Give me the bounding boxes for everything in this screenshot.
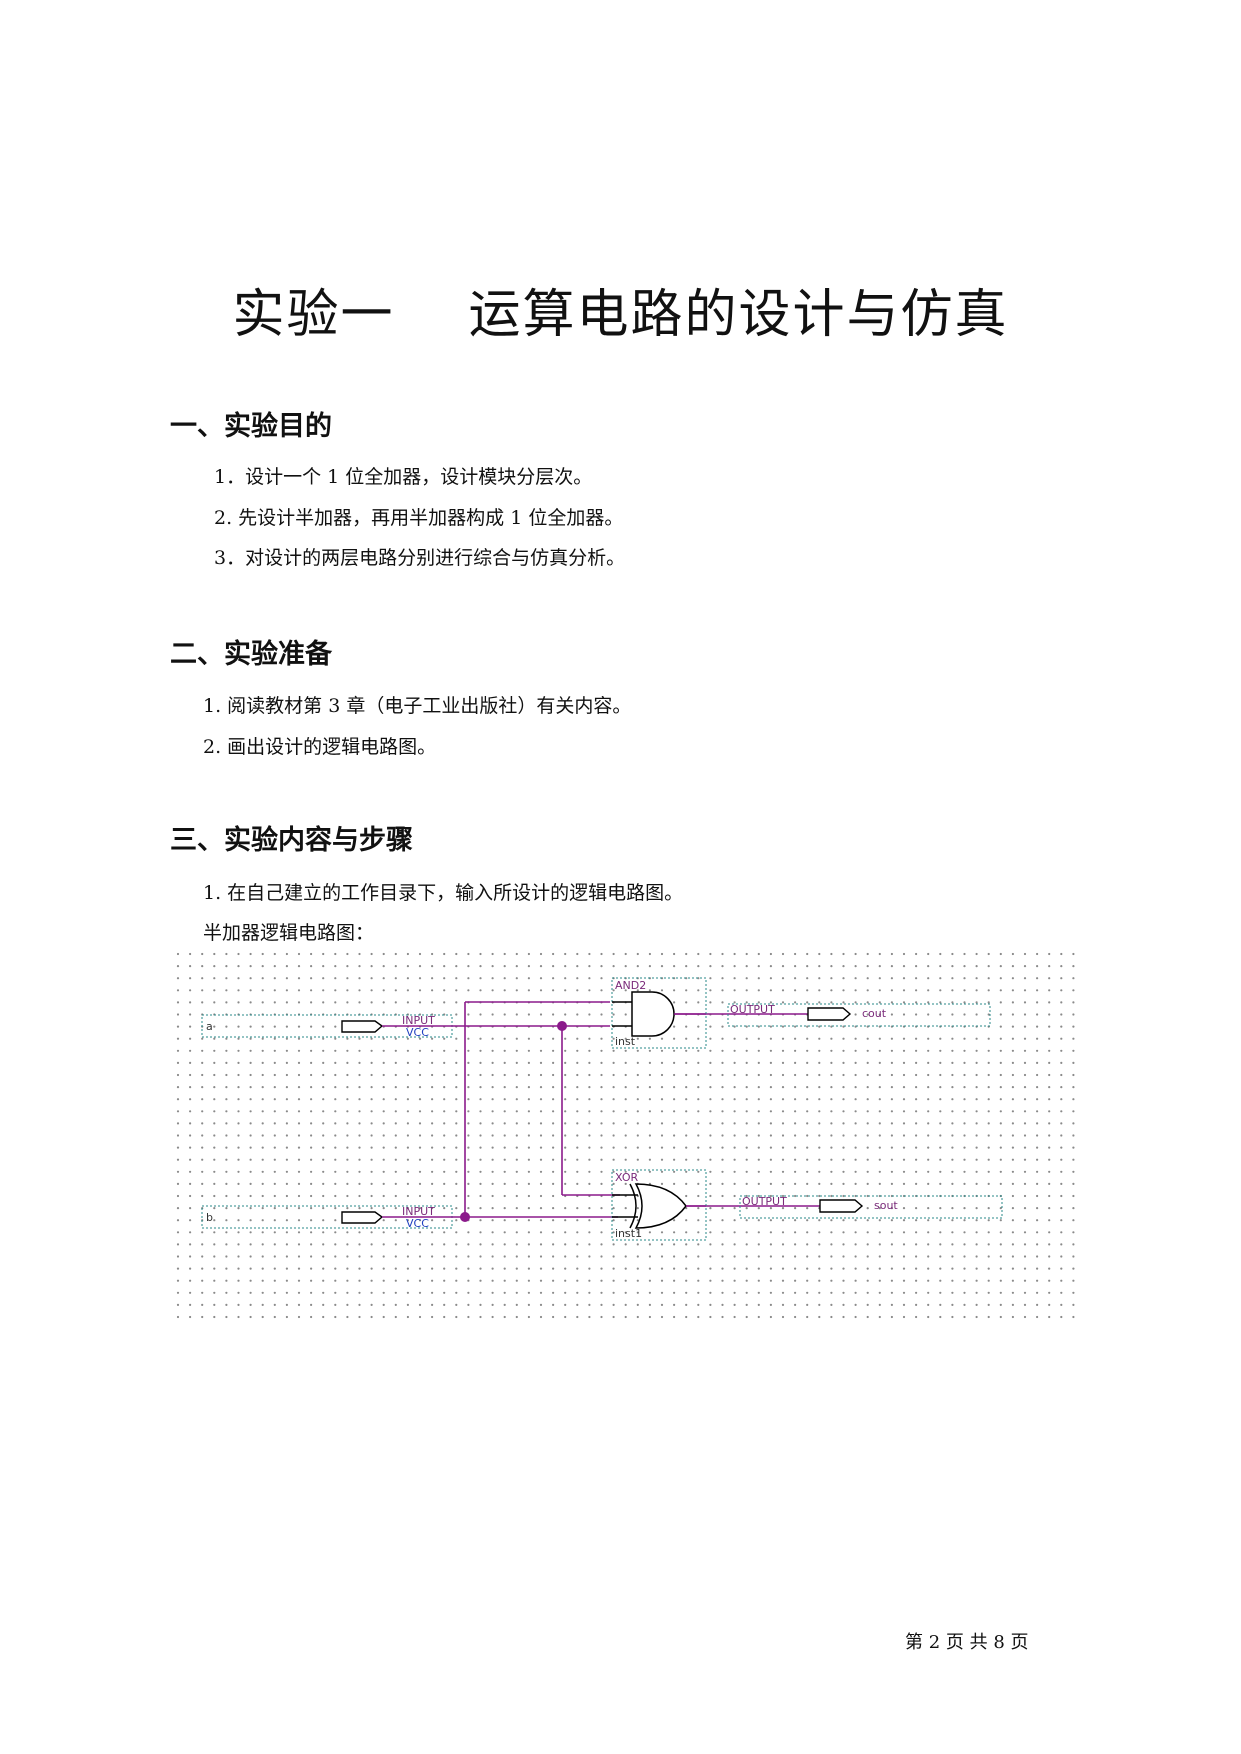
half-adder-schematic: a INPUT VCC b INPUT VCC AND2 inst <box>176 952 1075 1319</box>
input-a-tag: INPUT <box>402 1014 435 1027</box>
and-gate-inst: inst <box>615 1035 636 1048</box>
purpose-item-2: 2. 先设计半加器，再用半加器构成 1 位全加器。 <box>214 507 624 529</box>
steps-item-1: 1. 在自己建立的工作目录下，输入所设计的逻辑电路图。 <box>203 882 684 904</box>
page-footer: 第 2 页 共 8 页 <box>905 1632 1029 1653</box>
page-title: 实验一 运算电路的设计与仿真 <box>232 285 1009 345</box>
purpose-item-3: 3．对设计的两层电路分别进行综合与仿真分析。 <box>214 547 626 569</box>
preparation-item-2: 2. 画出设计的逻辑电路图。 <box>203 736 437 758</box>
output-pin-sout: OUTPUT sout <box>739 1195 1003 1219</box>
preparation-item-1: 1. 阅读教材第 3 章（电子工业出版社）有关内容。 <box>203 695 632 717</box>
input-a-vcc: VCC <box>406 1026 429 1039</box>
output-sout-label: sout <box>874 1199 898 1212</box>
output-sout-tag: OUTPUT <box>742 1195 787 1208</box>
section-heading-purpose: 一、实验目的 <box>170 411 332 442</box>
section-heading-steps: 三、实验内容与步骤 <box>170 825 413 856</box>
xor-gate-inst: inst1 <box>615 1227 642 1240</box>
output-cout-tag: OUTPUT <box>730 1003 775 1016</box>
and-gate: AND2 inst <box>611 977 707 1049</box>
input-b-label: b <box>206 1211 213 1224</box>
input-a-label: a <box>206 1020 213 1033</box>
purpose-item-1: 1．设计一个 1 位全加器，设计模块分层次。 <box>214 466 593 488</box>
output-cout-label: cout <box>862 1007 887 1020</box>
section-heading-preparation: 二、实验准备 <box>170 639 332 670</box>
schematic-caption: 半加器逻辑电路图： <box>203 922 375 944</box>
input-b-vcc: VCC <box>406 1217 429 1230</box>
xor-gate-type: XOR <box>615 1171 638 1184</box>
and-gate-type: AND2 <box>615 979 646 992</box>
wires <box>382 1001 822 1218</box>
xor-gate: XOR inst1 <box>611 1169 707 1241</box>
input-b-tag: INPUT <box>402 1205 435 1218</box>
dot-grid <box>176 952 1075 1319</box>
junction-b <box>460 1212 470 1222</box>
output-pin-cout: OUTPUT cout <box>727 1003 991 1027</box>
junction-a <box>557 1021 567 1031</box>
